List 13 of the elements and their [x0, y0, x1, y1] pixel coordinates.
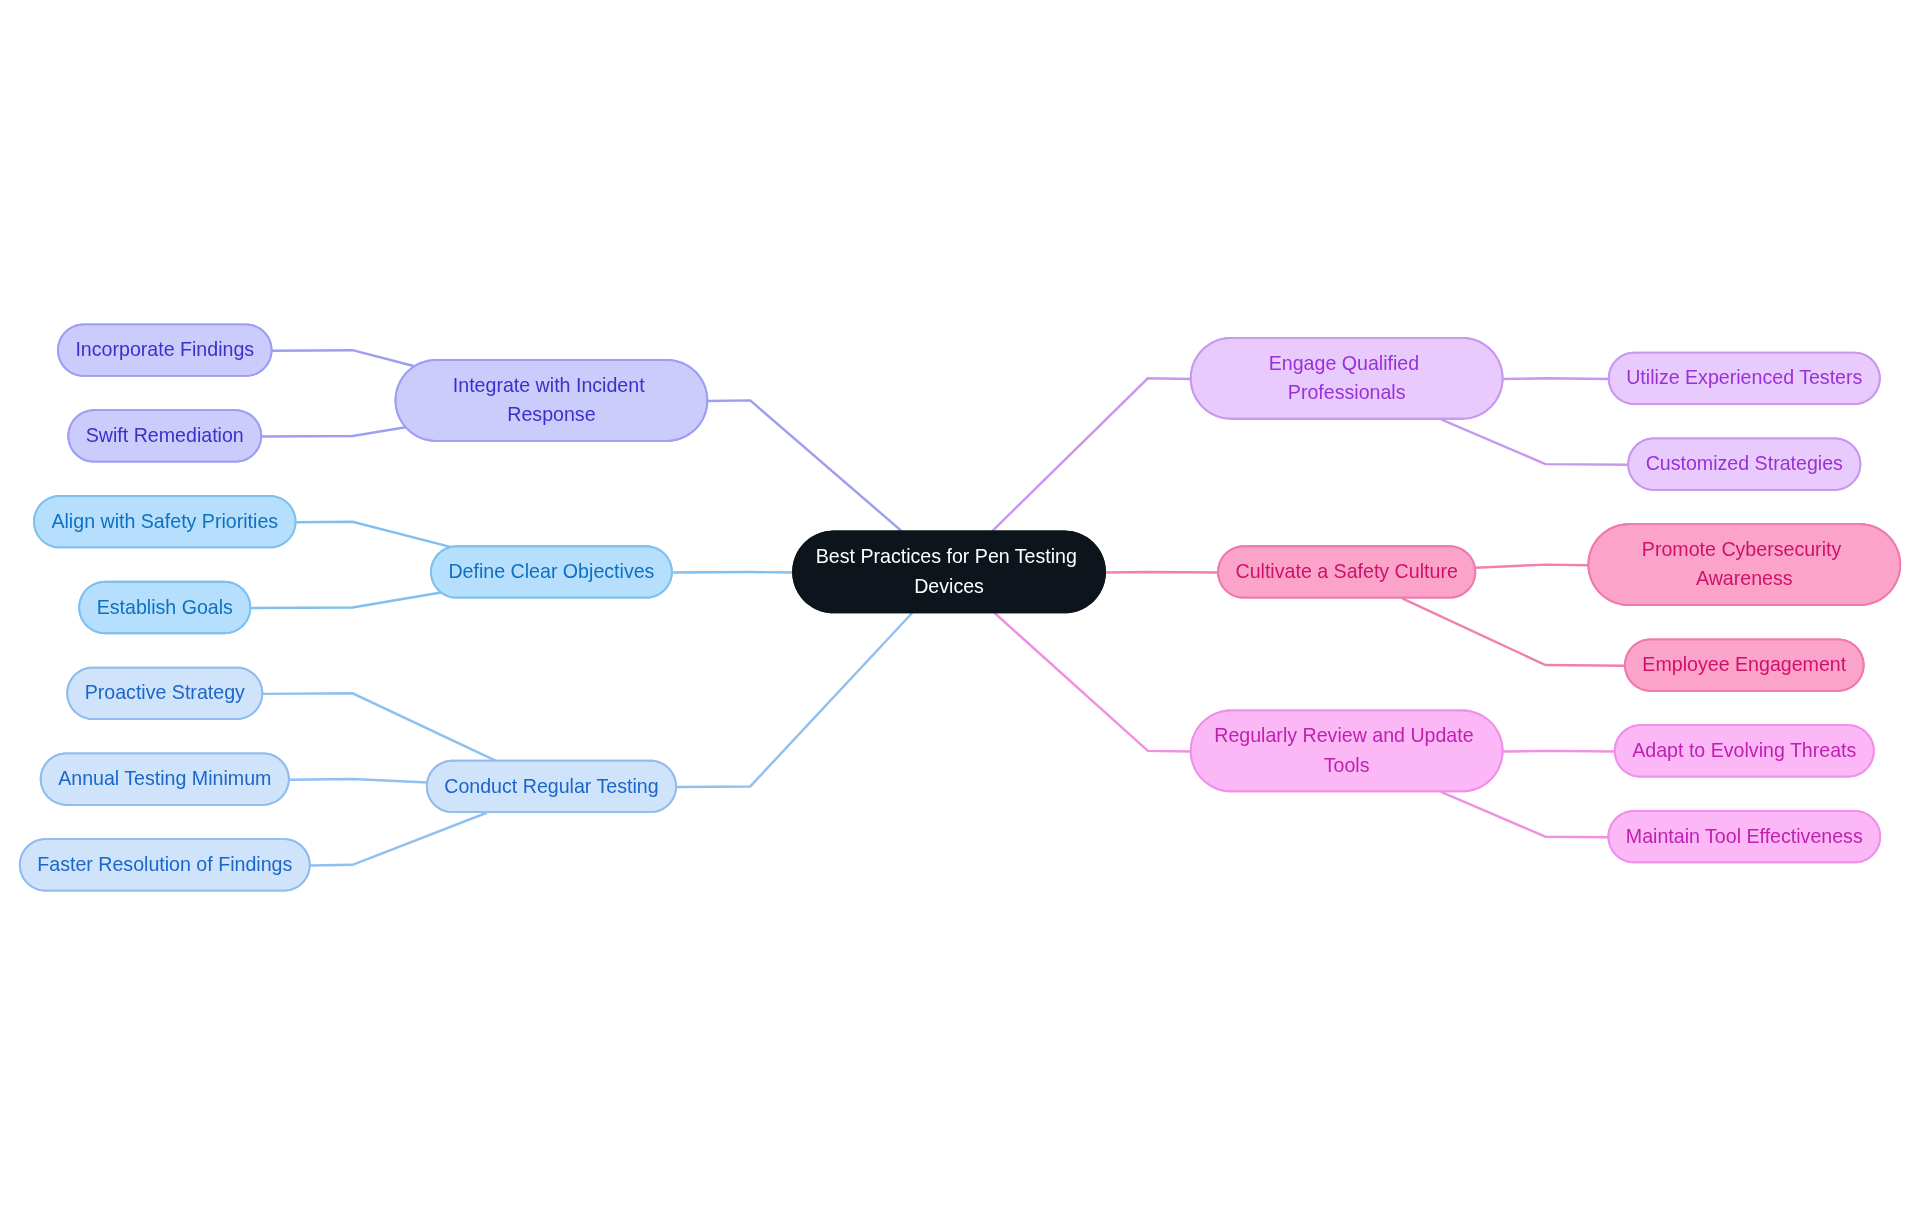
connector: [310, 811, 488, 867]
connector: [296, 520, 453, 549]
connector: [250, 591, 442, 610]
connector: [1503, 377, 1610, 381]
connector: [1440, 418, 1629, 466]
connector: [1475, 563, 1589, 570]
connector: [261, 425, 406, 438]
connector: [676, 612, 914, 789]
connector: [1105, 570, 1219, 574]
connector: [272, 348, 416, 368]
connector: [1440, 790, 1609, 839]
connector: [289, 777, 428, 784]
connector: [672, 570, 794, 574]
